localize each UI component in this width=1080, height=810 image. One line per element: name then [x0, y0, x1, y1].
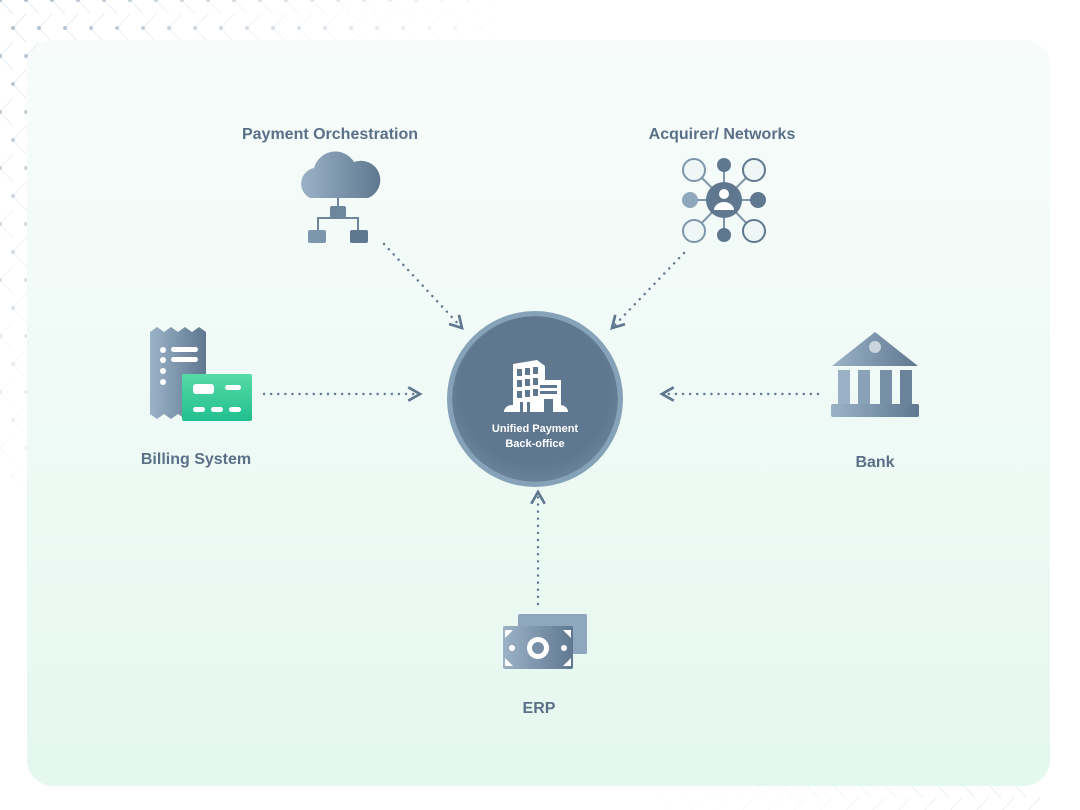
unified-payment-backoffice-hub: Unified Payment Back-office [452, 316, 618, 482]
money-icon [503, 614, 587, 669]
label-billing-system: Billing System [140, 451, 252, 468]
receipt-card-icon [150, 327, 252, 421]
hub-title-line2: Back-office [505, 438, 565, 450]
hub-title-line1: Unified Payment [491, 423, 579, 435]
arrow-acquirer [610, 251, 686, 330]
label-bank: Bank [855, 454, 895, 471]
label-acquirer-networks: Acquirer/ Networks [648, 126, 796, 143]
label-payment-orchestration: Payment Orchestration [241, 126, 419, 143]
network-people-icon [682, 158, 766, 243]
arrow-orchestration [382, 242, 464, 330]
cloud-network-icon [301, 151, 381, 243]
label-erp: ERP [522, 700, 556, 717]
office-building-icon [504, 360, 568, 412]
bank-icon [831, 332, 919, 417]
